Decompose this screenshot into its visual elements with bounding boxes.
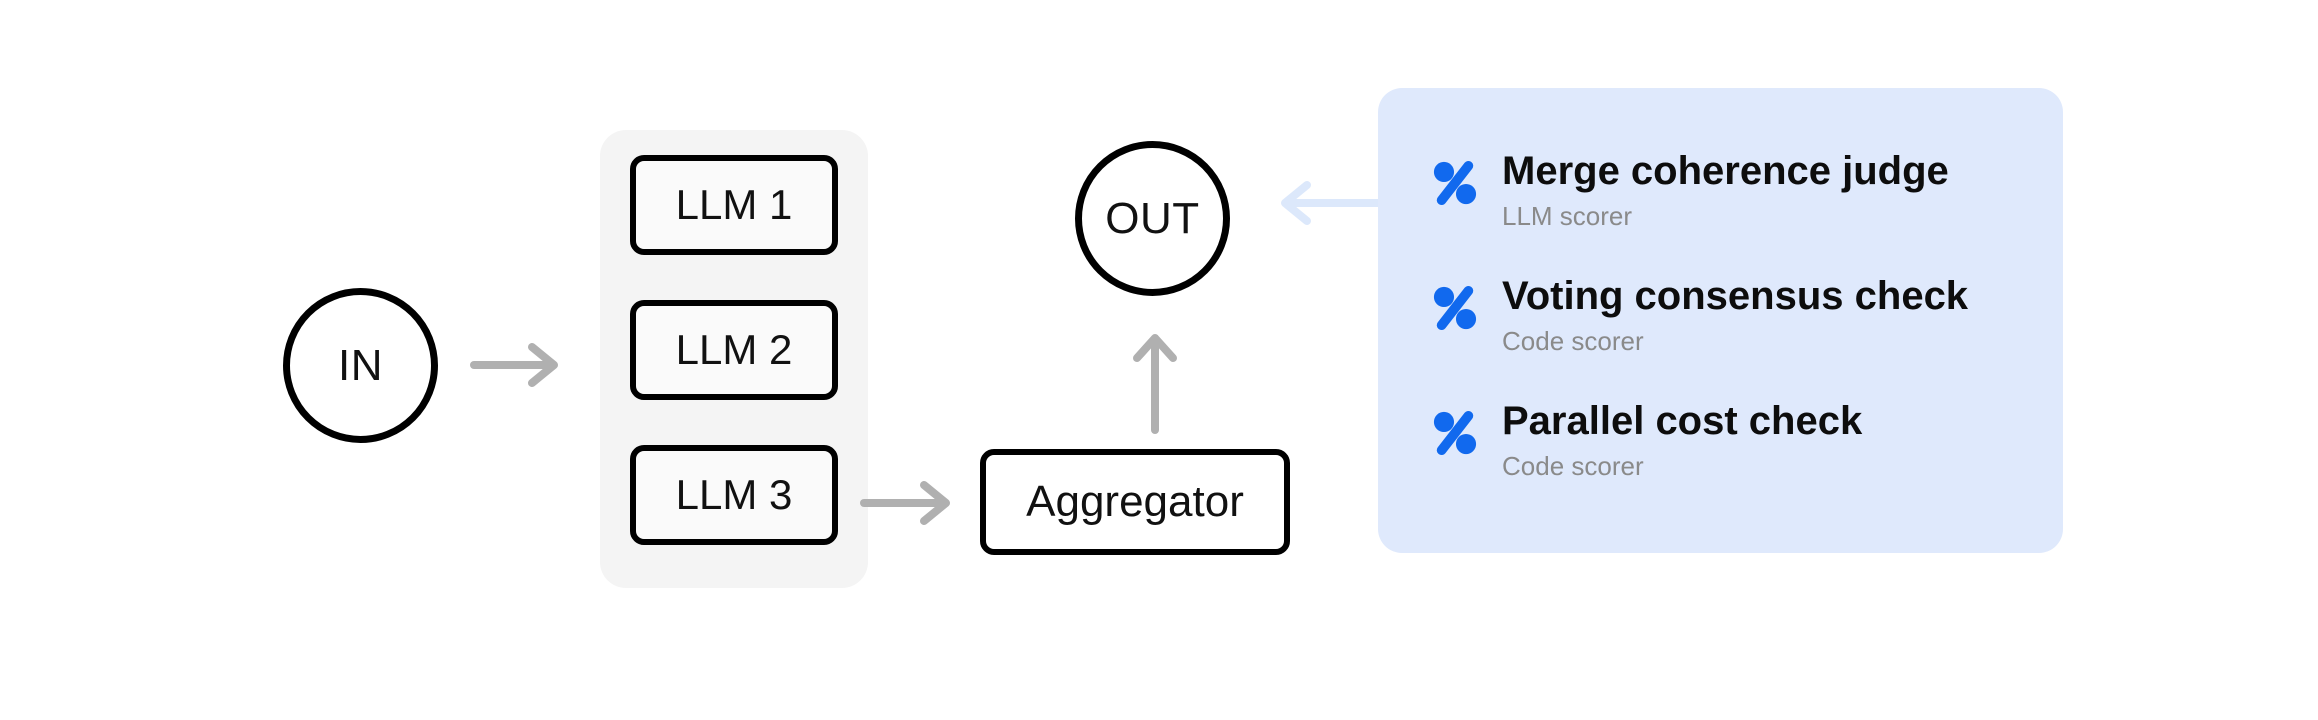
- scorer-subtitle: Code scorer: [1502, 451, 1644, 482]
- input-node[interactable]: IN: [283, 288, 438, 443]
- scorer-text: Parallel cost check Code scorer: [1502, 399, 1863, 482]
- aggregator-node-label: Aggregator: [1026, 477, 1244, 526]
- scorer-text: Merge coherence judge LLM scorer: [1502, 149, 1949, 232]
- scorer-title: Parallel cost check: [1502, 399, 1863, 443]
- arrow-in-to-llm-stack: [470, 343, 558, 387]
- arrow-aggregator-to-out: [1133, 334, 1177, 434]
- llm-box-label: LLM 1: [675, 181, 793, 228]
- percent-icon: [1433, 285, 1477, 331]
- scorer-title: Merge coherence judge: [1502, 149, 1949, 193]
- output-node-label: OUT: [1105, 193, 1200, 243]
- scorer-row[interactable]: Voting consensus check Code scorer: [1432, 274, 2063, 400]
- llm-box[interactable]: LLM 1: [630, 155, 838, 255]
- scorer-subtitle: LLM scorer: [1502, 201, 1633, 232]
- percent-icon: [1433, 410, 1477, 456]
- scorer-text: Voting consensus check Code scorer: [1502, 274, 1969, 357]
- input-node-label: IN: [338, 340, 383, 390]
- arrow-llm3-to-aggregator: [860, 481, 950, 525]
- llm-stack-container: LLM 1 LLM 2 LLM 3: [600, 130, 868, 588]
- llm-box[interactable]: LLM 2: [630, 300, 838, 400]
- scorer-row[interactable]: Merge coherence judge LLM scorer: [1432, 149, 2063, 275]
- llm-box-label: LLM 3: [675, 471, 793, 518]
- output-node[interactable]: OUT: [1075, 141, 1230, 296]
- scorer-row[interactable]: Parallel cost check Code scorer: [1432, 399, 2063, 525]
- percent-icon: [1433, 160, 1477, 206]
- llm-box[interactable]: LLM 3: [630, 445, 838, 545]
- scorer-panel: Merge coherence judge LLM scorer Voting …: [1378, 88, 2063, 553]
- scorer-subtitle: Code scorer: [1502, 326, 1644, 357]
- llm-box-label: LLM 2: [675, 326, 793, 373]
- scorer-title: Voting consensus check: [1502, 274, 1969, 318]
- arrow-scorers-to-out: [1281, 181, 1385, 225]
- aggregator-node[interactable]: Aggregator: [980, 449, 1290, 555]
